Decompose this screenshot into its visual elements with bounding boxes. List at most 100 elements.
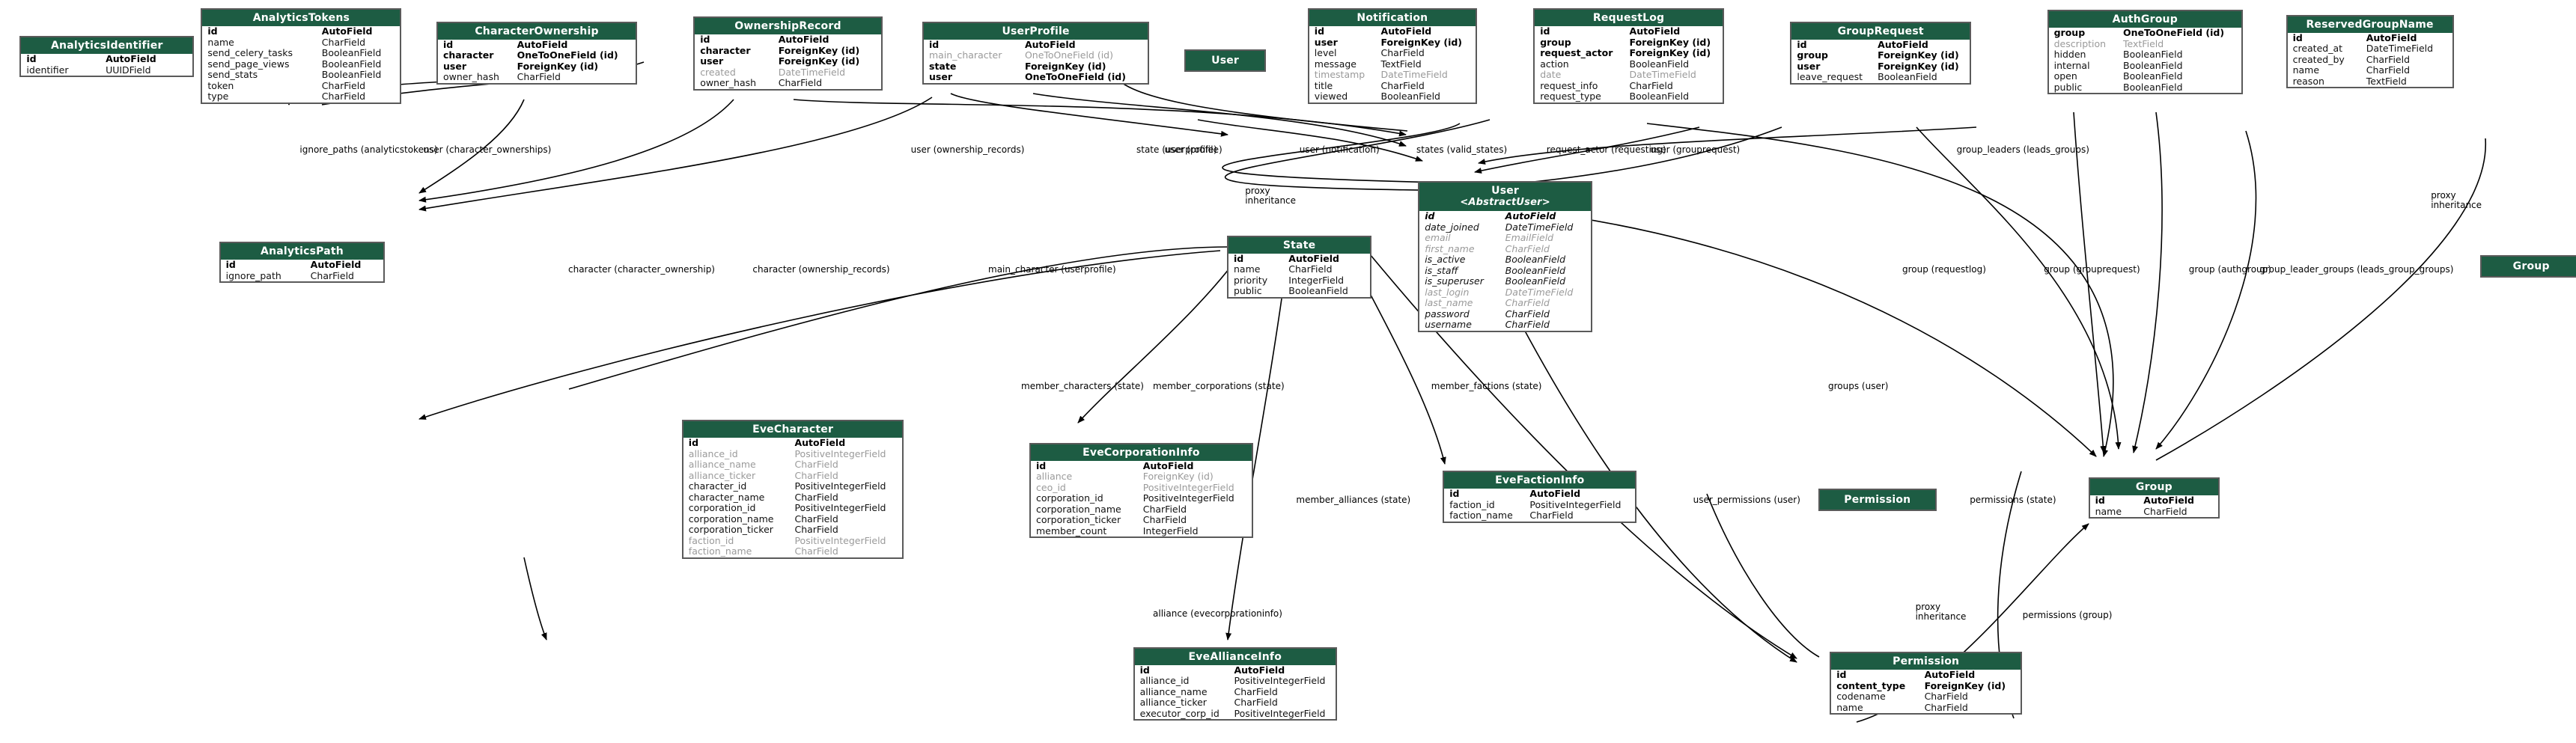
field-name: corporation_name <box>1036 503 1121 515</box>
field-name: id <box>1425 210 1435 221</box>
field-name: id <box>225 259 236 271</box>
field-type: CharField <box>794 524 838 535</box>
edge-label-member-factions-state: member_factions (state) <box>1431 381 1542 392</box>
field-type: CharField <box>1529 510 1574 522</box>
field-type: BooleanField <box>2123 59 2183 71</box>
entity-permission-small[interactable]: Permission <box>1818 489 1937 512</box>
field-name: internal <box>2053 59 2090 71</box>
entity-title: EveCharacter <box>683 421 903 438</box>
field-type: CharField <box>1142 514 1187 526</box>
field-name: group <box>2053 27 2086 39</box>
field-type: BooleanField <box>1878 71 1937 83</box>
field-type: PositiveIntegerField <box>1529 498 1622 510</box>
field-type: CharField <box>1142 503 1187 515</box>
field-name: action <box>1540 58 1569 70</box>
field-type: DateTimeField <box>1629 69 1696 80</box>
edge-label-user-character-ownerships: user (character_ownerships) <box>423 144 552 155</box>
field-type: AutoField <box>1505 210 1556 221</box>
field-name: is_staff <box>1425 264 1458 276</box>
field-name: content_type <box>1836 679 1906 691</box>
field-name: corporation_id <box>1036 492 1103 504</box>
edge-label-state-userprofile: state (userprofile) <box>1136 144 1217 155</box>
field-name: name <box>207 36 234 48</box>
field-name: open <box>2053 70 2077 82</box>
field-name: id <box>929 38 940 50</box>
field-type: AutoField <box>1142 459 1194 471</box>
entity-title: RequestLog <box>1535 10 1723 26</box>
field-type: BooleanField <box>2123 81 2183 93</box>
field-name: username <box>1425 319 1472 330</box>
field-type: DateTimeField <box>778 66 846 78</box>
field-name: priority <box>1234 274 1268 286</box>
field-name: main_character <box>929 49 1002 61</box>
field-type: BooleanField <box>1629 58 1689 70</box>
field-name: viewed <box>1314 91 1348 102</box>
field-name: alliance_id <box>1139 675 1190 687</box>
edge-label-group-leaders-leads-groups: group_leaders (leads_groups) <box>1956 144 2089 155</box>
field-type: AutoField <box>517 38 568 50</box>
entity-title: EveCorporationInfo <box>1031 444 1252 461</box>
field-name: id <box>1234 252 1244 264</box>
field-type: AutoField <box>1288 252 1339 264</box>
field-name: timestamp <box>1314 69 1365 80</box>
field-name: name <box>2095 505 2122 517</box>
field-name: id <box>700 34 710 45</box>
edge-label-states-valid-states: states (valid_states) <box>1416 144 1508 155</box>
entity-group-small[interactable]: Group <box>2480 255 2576 278</box>
field-name: send_stats <box>207 69 258 80</box>
field-type: BooleanField <box>2123 70 2183 82</box>
entity-title: EveFactionInfo <box>1444 472 1636 489</box>
field-name: corporation_id <box>688 502 756 513</box>
field-type: CharField <box>321 36 366 48</box>
field-type: BooleanField <box>1288 285 1348 297</box>
entity-title: ReservedGroupName <box>2287 16 2452 33</box>
field-name: faction_name <box>1449 510 1513 522</box>
field-name: id <box>443 38 454 50</box>
field-name: alliance_id <box>688 447 738 459</box>
field-row: id AutoField <box>438 38 636 51</box>
field-name: character <box>700 44 751 56</box>
field-type: OneToOneField (id) <box>2123 27 2225 39</box>
field-name: user <box>443 60 466 72</box>
field-type: BooleanField <box>1505 254 1566 265</box>
entity-user-small[interactable]: User <box>1184 49 1267 72</box>
field-type: OneToOneField (id) <box>1024 49 1113 61</box>
field-type: BooleanField <box>2123 49 2183 61</box>
